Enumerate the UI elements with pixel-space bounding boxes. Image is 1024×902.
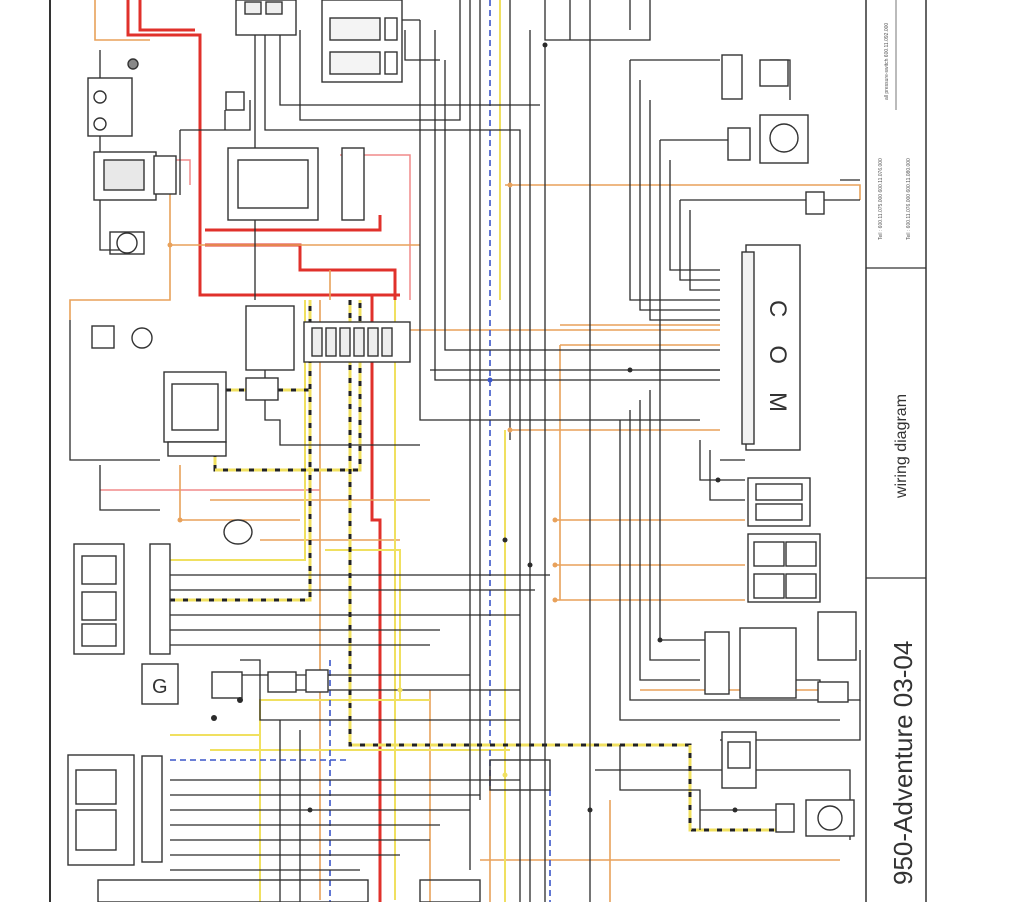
voltage-regulator [227,147,319,221]
pressure-switch [721,54,743,100]
speed-sensor [131,327,153,349]
kill-switch [817,611,857,661]
ref-row-1: Teil : 600.11.075.000 600.11.076.000 [878,158,884,240]
ecu-box [745,244,801,451]
ref-col: all pressure-switch 600.11.092.000 [884,23,890,100]
black-wires [69,0,861,902]
generator-label: G [152,676,168,698]
model-title: 950-Adventure 03-04 [888,641,918,885]
ground-symbol-top [127,58,139,70]
switch-right-lower [704,631,730,695]
relay-pair-1 [747,477,811,527]
title-block: 950-Adventure 03-04 wiring diagram Teil … [878,23,918,885]
diagram-frame [49,0,927,902]
ecu-label: COM [764,300,791,440]
junction-dots [167,42,738,813]
starter-motor [116,232,138,254]
sidestand-switch [721,731,757,789]
ignition-switch [163,371,227,443]
horn [223,519,253,545]
components [67,0,857,902]
temp-sensor-connector [727,127,751,161]
ref-row-2: Teil : 600.11.076.000 600.11.080.000 [906,158,912,240]
sheet-name: wiring diagram [893,394,910,499]
component-labels: COM G [152,300,791,698]
generator [141,663,179,705]
ignition-pickup [211,671,243,699]
flasher-relay [245,305,295,371]
blue-dashed-wires [170,0,551,902]
